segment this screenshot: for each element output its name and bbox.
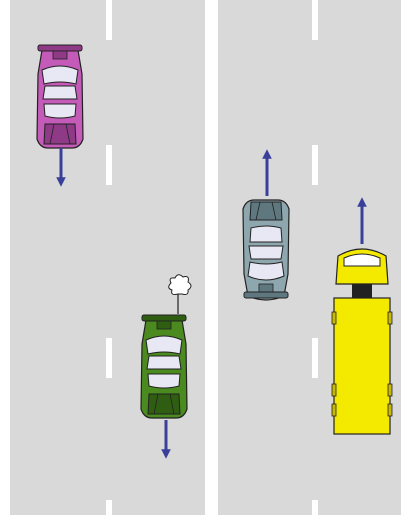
- green-car: [141, 315, 187, 418]
- yellow-bus: [332, 249, 392, 434]
- lane-dash: [106, 0, 112, 40]
- lane-dash: [312, 500, 318, 515]
- lane-dash: [312, 145, 318, 185]
- center-line-left: [205, 0, 210, 515]
- magenta-car: [37, 45, 83, 148]
- lane-dash: [312, 0, 318, 40]
- lane-dash: [106, 145, 112, 185]
- lane-dash: [106, 338, 112, 378]
- lane-dash: [312, 338, 318, 378]
- blue-gray-car: [243, 200, 289, 300]
- center-line-right: [212, 0, 217, 515]
- lane-dash: [106, 500, 112, 515]
